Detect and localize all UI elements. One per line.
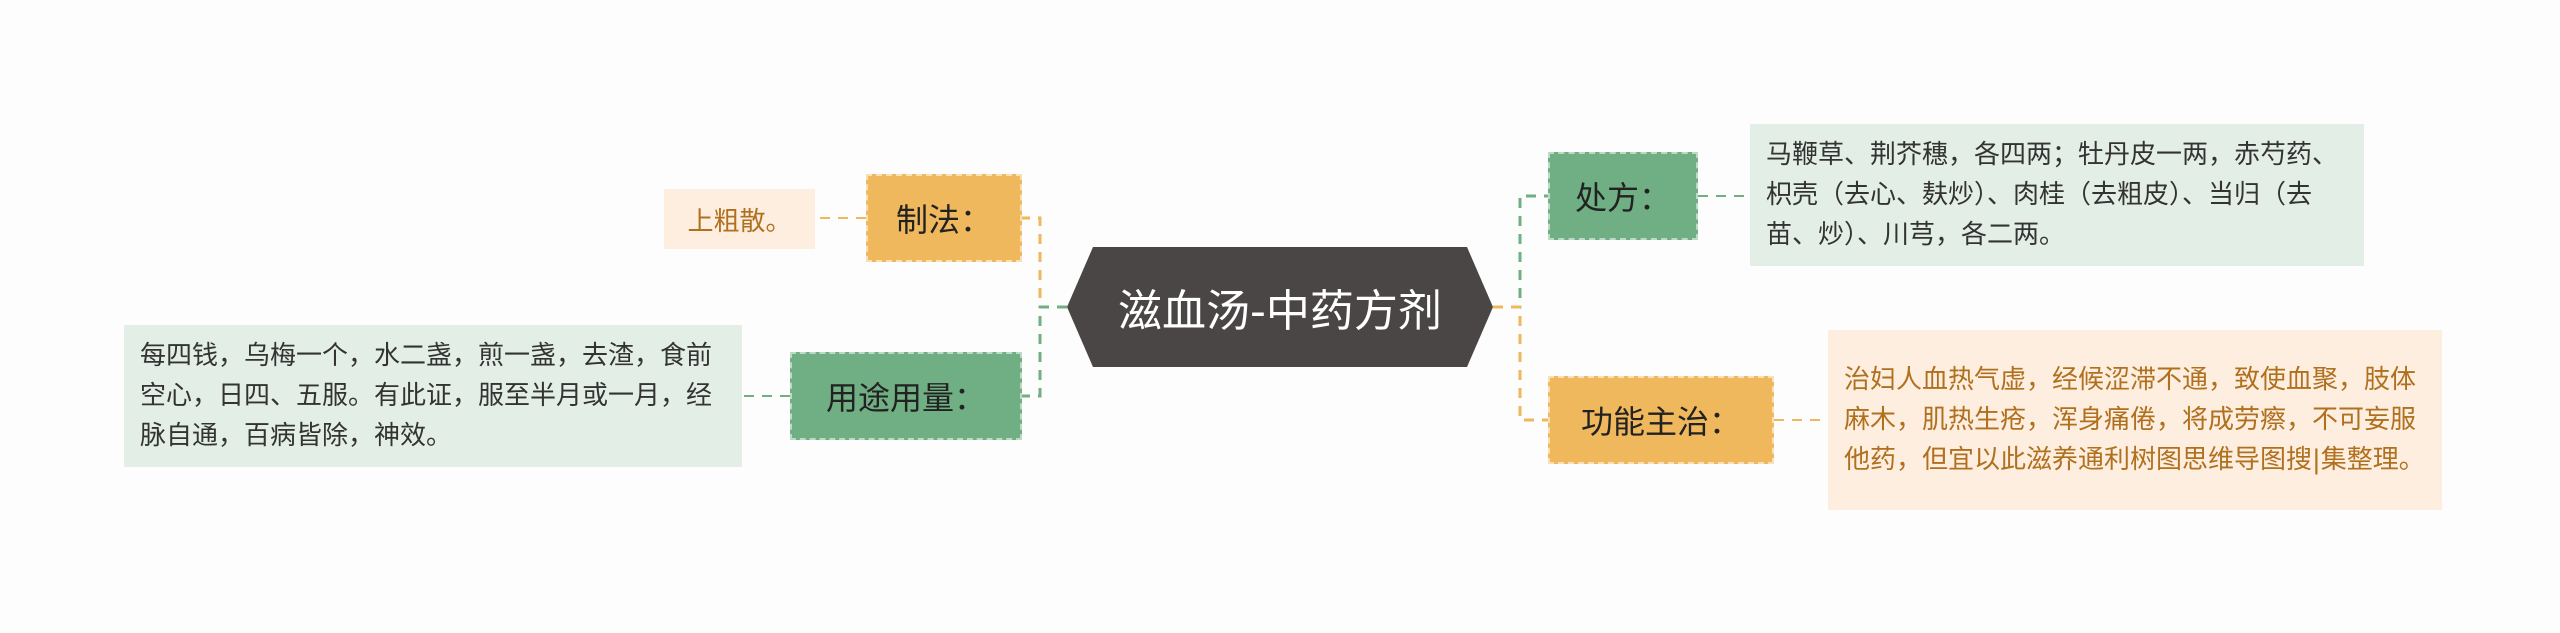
connector-root-gongneng (1493, 305, 1548, 422)
connector-root-zhifa (1022, 216, 1067, 309)
branch-yongtu-label: 用途用量： (825, 379, 986, 417)
leaf-yongtu[interactable]: 每四钱，乌梅一个，水二盏，煎一盏，去渣，食前空心，日四、五服。有此证，服至半月或… (124, 325, 742, 467)
connector-root-yongtu (1022, 305, 1067, 398)
branch-yongtu[interactable]: 用途用量： (790, 352, 1022, 440)
branch-chufang-label: 处方： (1574, 179, 1671, 217)
branch-zhifa[interactable]: 制法： (866, 174, 1022, 262)
root-topic[interactable]: 滋血汤-中药方剂 (1067, 247, 1493, 367)
branch-gongneng-label: 功能主治： (1580, 403, 1741, 441)
branch-chufang[interactable]: 处方： (1548, 152, 1698, 240)
leaf-gongneng[interactable]: 治妇人血热气虚，经候涩滞不通，致使血聚，肢体麻木，肌热生疮，浑身痛倦，将成劳瘵，… (1828, 330, 2442, 510)
leaf-zhifa-text: 上粗散。 (687, 206, 792, 237)
leaf-chufang-text: 马鞭草、荆芥穗，各四两；牡丹皮一两，赤芍药、枳壳（去心、麸炒）、肉桂（去粗皮）、… (1766, 140, 2339, 250)
leaf-yongtu-text: 每四钱，乌梅一个，水二盏，煎一盏，去渣，食前空心，日四、五服。有此证，服至半月或… (140, 341, 713, 451)
leaf-chufang[interactable]: 马鞭草、荆芥穗，各四两；牡丹皮一两，赤芍药、枳壳（去心、麸炒）、肉桂（去粗皮）、… (1750, 124, 2364, 266)
connector-root-chufang (1493, 194, 1548, 309)
leaf-gongneng-text: 治妇人血热气虚，经候涩滞不通，致使血聚，肢体麻木，肌热生疮，浑身痛倦，将成劳瘵，… (1844, 365, 2425, 475)
root-title: 滋血汤-中药方剂 (1118, 286, 1442, 337)
branch-gongneng[interactable]: 功能主治： (1548, 376, 1774, 464)
branch-zhifa-label: 制法： (895, 201, 992, 239)
leaf-zhifa[interactable]: 上粗散。 (664, 189, 815, 249)
